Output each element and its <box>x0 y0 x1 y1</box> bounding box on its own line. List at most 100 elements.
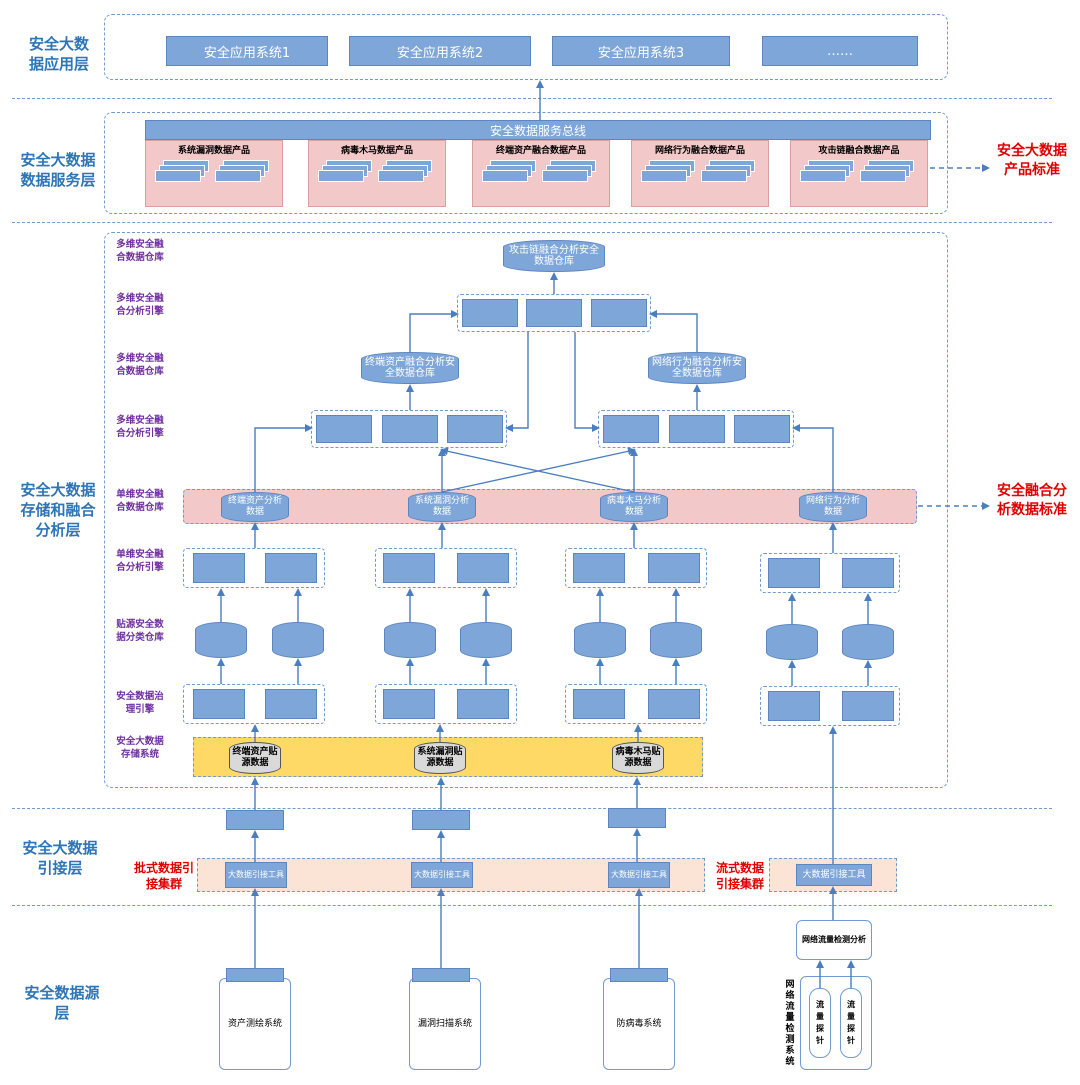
multi-warehouse-1: 终端资产融合分析安全数据仓库 <box>361 352 459 384</box>
sublayer-label: 贴源安全数据分类仓库 <box>116 619 164 643</box>
governance-group-3 <box>565 684 707 724</box>
sublayer-label: 多维安全融合数据仓库 <box>116 239 164 263</box>
single-warehouse-4: 网络行为分析数据 <box>799 492 867 522</box>
single-warehouse-1: 终端资产分析数据 <box>221 492 289 522</box>
source-system-3: 防病毒系统 <box>603 978 675 1070</box>
sublayer-label: 多维安全融合数据仓库 <box>116 353 164 377</box>
engine-box <box>265 689 317 719</box>
engine-box <box>265 553 317 583</box>
governance-group-2 <box>375 684 517 724</box>
raw-category-store <box>766 624 818 660</box>
layer-label-access: 安全大数据引接层 <box>22 839 98 877</box>
app-layer-box <box>104 14 948 80</box>
raw-category-store <box>384 622 436 658</box>
batch-cluster-label: 批式数据引接集群 <box>134 861 195 891</box>
source-adapter <box>610 968 668 982</box>
engine-box <box>382 415 438 443</box>
raw-category-store <box>195 622 247 658</box>
sublayer-label: 安全大数据存储系统 <box>116 736 164 760</box>
separator <box>12 222 1052 223</box>
traffic-system-label: 网络流量检测系统 <box>785 980 795 1067</box>
access-adapter <box>608 808 666 828</box>
engine-box <box>603 415 659 443</box>
sublayer-label: 单维安全融合分析引擎 <box>116 549 164 573</box>
app-system-more: …… <box>762 36 918 66</box>
layer-label-storage: 安全大数据存储和融合分析层 <box>20 481 96 539</box>
single-warehouse-2: 系统漏洞分析数据 <box>408 492 476 522</box>
source-system-1: 资产测绘系统 <box>219 978 291 1070</box>
engine-box <box>842 691 894 721</box>
service-layer-box <box>104 112 948 214</box>
raw-category-store <box>842 624 894 660</box>
governance-group-1 <box>183 684 325 724</box>
access-tool-1: 大数据引接工具 <box>225 862 287 888</box>
engine-box <box>573 689 625 719</box>
engine-box <box>768 558 820 588</box>
source-adapter <box>226 968 284 982</box>
single-engine-group-4 <box>760 553 900 593</box>
governance-group-4 <box>760 686 900 726</box>
product-title: 病毒木马数据产品 <box>340 146 413 156</box>
source-adapter <box>412 968 470 982</box>
engine-box <box>457 553 509 583</box>
app-system-1: 安全应用系统1 <box>166 36 328 66</box>
engine-box <box>193 689 245 719</box>
layer-label-app: 安全大数据应用层 <box>28 35 89 73</box>
sublayer-label: 单维安全融合数据仓库 <box>116 489 164 513</box>
separator <box>12 98 1052 99</box>
access-tool-2: 大数据引接工具 <box>411 862 473 888</box>
product-title: 终端资产融合数据产品 <box>495 146 586 156</box>
engine-box <box>526 299 582 327</box>
engine-box <box>447 415 503 443</box>
raw-category-store <box>650 622 702 658</box>
access-tool-3: 大数据引接工具 <box>608 862 670 888</box>
engine-box <box>462 299 518 327</box>
multi-warehouse-2: 网络行为融合分析安全数据仓库 <box>648 352 746 384</box>
raw-category-store <box>460 622 512 658</box>
sublayer-label: 多维安全融合分析引擎 <box>116 293 164 317</box>
product-title: 攻击链融合数据产品 <box>818 146 900 156</box>
engine-box <box>591 299 647 327</box>
separator <box>12 808 1052 809</box>
separator <box>12 905 1052 906</box>
engine-box <box>669 415 725 443</box>
raw-store-3: 病毒木马贴源数据 <box>612 742 664 774</box>
access-tool-4: 大数据引接工具 <box>796 864 872 886</box>
app-system-3: 安全应用系统3 <box>552 36 730 66</box>
engine-box <box>842 558 894 588</box>
service-bus: 安全数据服务总线 <box>145 120 931 140</box>
single-warehouse-band <box>183 489 917 524</box>
engine-box <box>648 553 700 583</box>
probe-1: 流量探针 <box>809 988 831 1058</box>
raw-store-2: 系统漏洞贴源数据 <box>414 742 466 774</box>
sublayer-label: 安全数据治理引擎 <box>116 691 164 715</box>
engine-box <box>383 553 435 583</box>
stream-cluster-label: 流式数据引接集群 <box>715 861 764 891</box>
product-title: 网络行为融合数据产品 <box>654 146 745 156</box>
probe-2: 流量探针 <box>840 988 862 1058</box>
raw-category-store <box>574 622 626 658</box>
raw-category-store <box>272 622 324 658</box>
access-adapter <box>412 810 470 830</box>
single-engine-group-1 <box>183 548 325 588</box>
fusion-standard-label: 安全融合分析数据标准 <box>997 483 1067 518</box>
engine-box <box>316 415 372 443</box>
access-adapter <box>226 810 284 830</box>
engine-box <box>457 689 509 719</box>
engine-box <box>573 553 625 583</box>
top-warehouse: 攻击链融合分析安全数据仓库 <box>503 240 605 272</box>
layer-label-source: 安全数据源层 <box>24 984 100 1022</box>
engine-box <box>383 689 435 719</box>
product-title: 系统漏洞数据产品 <box>177 146 250 156</box>
engine-box <box>734 415 790 443</box>
raw-store-1: 终端资产贴源数据 <box>229 742 281 774</box>
single-engine-group-2 <box>375 548 517 588</box>
single-warehouse-3: 病毒木马分析数据 <box>600 492 668 522</box>
traffic-analysis-box: 网络流量检测分析 <box>796 920 872 960</box>
sublayer-label: 多维安全融合分析引擎 <box>116 415 164 439</box>
layer-label-service: 安全大数据数据服务层 <box>20 151 96 189</box>
storage-layer-box <box>104 232 948 788</box>
engine-box <box>768 691 820 721</box>
single-engine-group-3 <box>565 548 707 588</box>
